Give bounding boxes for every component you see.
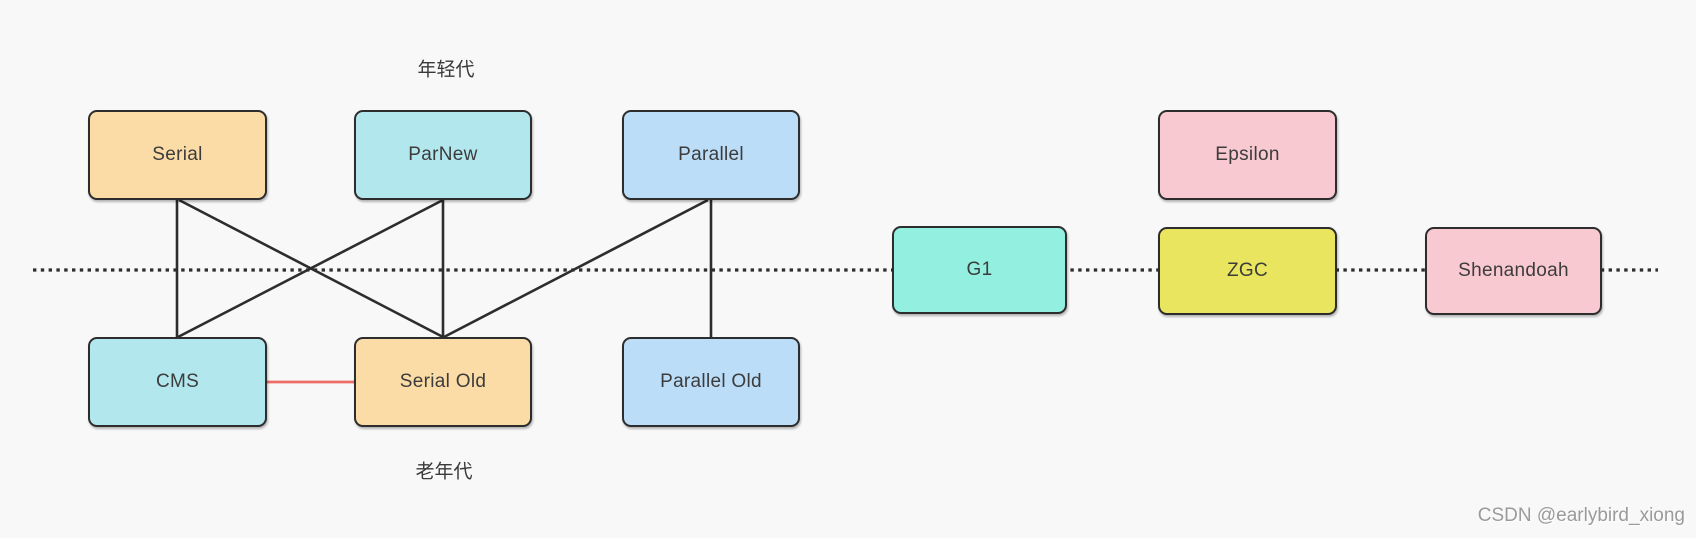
old-generation-label: 老年代: [415, 461, 473, 483]
node-epsilon: Epsilon: [1158, 110, 1337, 200]
young-generation-label: 年轻代: [417, 59, 475, 81]
node-parallel-old: Parallel Old: [622, 337, 800, 427]
csdn-watermark: CSDN @earlybird_xiong: [1477, 505, 1685, 526]
node-parnew: ParNew: [354, 110, 532, 200]
node-shenandoah: Shenandoah: [1425, 227, 1602, 315]
edge-parnew-cms: [177, 198, 444, 339]
node-parallel: Parallel: [622, 110, 800, 200]
node-cms: CMS: [88, 337, 267, 427]
node-g1: G1: [892, 226, 1067, 314]
node-serial: Serial: [88, 110, 267, 200]
edge-parallel-serial-old: [443, 198, 709, 339]
node-zgc: ZGC: [1158, 227, 1337, 315]
node-serial-old: Serial Old: [354, 337, 532, 427]
